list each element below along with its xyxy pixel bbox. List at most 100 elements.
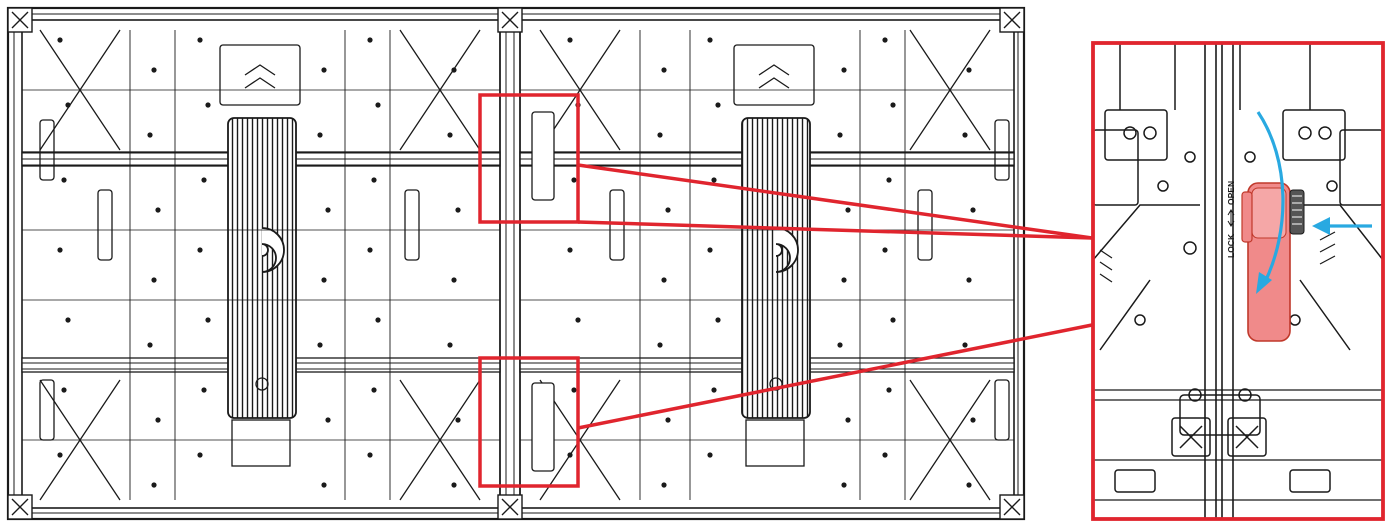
callout-line-upper-b [577,220,1093,240]
screw-dot [567,452,573,458]
screw-dot [451,482,457,488]
screw-dot [886,387,892,393]
screw-dot [845,417,851,423]
screw-dot [317,342,323,348]
screw-dot [367,452,373,458]
screw-dot [970,207,976,213]
screw-dot [962,132,968,138]
screw-dot [367,37,373,43]
screw-dot [661,277,667,283]
screw-dot [890,102,896,108]
screw-dot [966,277,972,283]
screw-dot [325,207,331,213]
lock-label: LOCK [1226,233,1236,258]
screw-dot [201,387,207,393]
screw-dot [575,317,581,323]
screw-dot [571,177,577,183]
screw-dot [845,207,851,213]
screw-dot [890,317,896,323]
screw-dot [665,417,671,423]
cabinet-seam [499,19,521,509]
screw-dot [882,37,888,43]
lock-lever-icon [1241,182,1305,342]
screw-dot [321,277,327,283]
screw-dot [657,132,663,138]
screw-dot [841,277,847,283]
highlight-box-upper [478,93,580,224]
screw-dot [447,132,453,138]
screw-dot [321,67,327,73]
screw-dot [317,132,323,138]
screw-dot [661,67,667,73]
push-arrow-icon [1312,217,1372,235]
screw-dot [205,102,211,108]
screw-dot [151,277,157,283]
screw-dot [882,247,888,253]
screw-dot [882,452,888,458]
screw-dot [455,417,461,423]
screw-dot [371,387,377,393]
screw-dot [966,67,972,73]
screw-dot [61,387,67,393]
screw-dots [57,37,976,488]
screw-dot [375,317,381,323]
screw-dot [201,177,207,183]
detail-frame [1091,41,1385,521]
screw-dot [151,67,157,73]
detail-view: LOCK OPEN [1091,41,1385,521]
screw-dot [962,342,968,348]
screw-dot [455,207,461,213]
screw-dot [197,452,203,458]
screw-dot [321,482,327,488]
cabinet-module-left [21,19,501,509]
callout-line-lower [577,323,1093,430]
heatsink-right [741,117,811,419]
screw-dot [715,102,721,108]
screw-dot [665,207,671,213]
corner-blocks [7,7,1025,520]
screw-dot [147,342,153,348]
screw-dot [451,277,457,283]
screw-dot [711,387,717,393]
screw-dot [707,247,713,253]
screw-dot [837,342,843,348]
screw-dot [711,177,717,183]
screw-dot [970,417,976,423]
screw-dot [661,482,667,488]
screw-dot [147,132,153,138]
screw-dot [375,102,381,108]
screw-dot [367,247,373,253]
heatsink-left [227,117,297,419]
screw-dot [197,247,203,253]
screw-dot [65,102,71,108]
screw-dot [205,317,211,323]
cabinet-frame [6,6,1026,521]
screw-dot [707,37,713,43]
screw-dot [571,387,577,393]
screw-dot [57,247,63,253]
screw-dot [841,482,847,488]
screw-dot [447,342,453,348]
screw-dot [371,177,377,183]
screw-dot [57,452,63,458]
screw-dot [567,247,573,253]
screw-dot [197,37,203,43]
screw-dot [61,177,67,183]
cabinet-rear-view [6,6,1026,521]
cabinet-module-right [519,19,1015,509]
open-label: OPEN [1226,181,1236,205]
screw-dot [567,37,573,43]
screw-dot [715,317,721,323]
screw-dot [841,67,847,73]
screw-dot [707,452,713,458]
screw-dot [325,417,331,423]
screw-dot [155,207,161,213]
screw-dot [65,317,71,323]
highlight-box-lower [478,356,580,488]
callout-line-upper-a [577,163,1093,240]
screw-dot [57,37,63,43]
screw-dot [155,417,161,423]
screw-dot [837,132,843,138]
screw-dot [886,177,892,183]
